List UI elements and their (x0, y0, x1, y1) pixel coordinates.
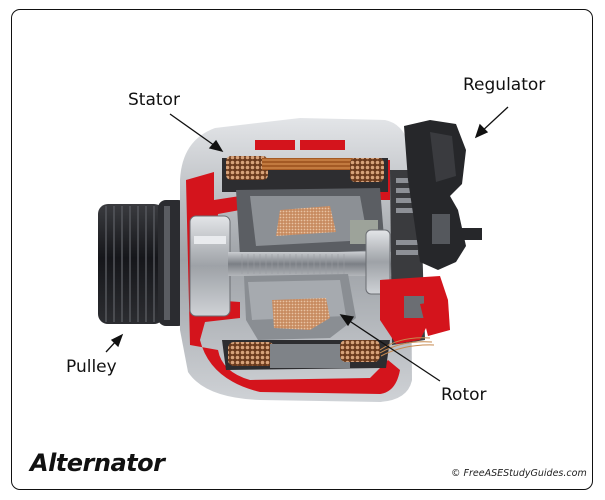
label-regulator: Regulator (463, 75, 546, 95)
copyright-credit: © FreeASEStudyGuides.com (451, 468, 587, 479)
label-stator: Stator (128, 90, 180, 110)
pulley-part (98, 200, 186, 326)
label-rotor: Rotor (441, 385, 487, 405)
figure-title: Alternator (30, 449, 165, 477)
label-pulley: Pulley (66, 357, 117, 377)
